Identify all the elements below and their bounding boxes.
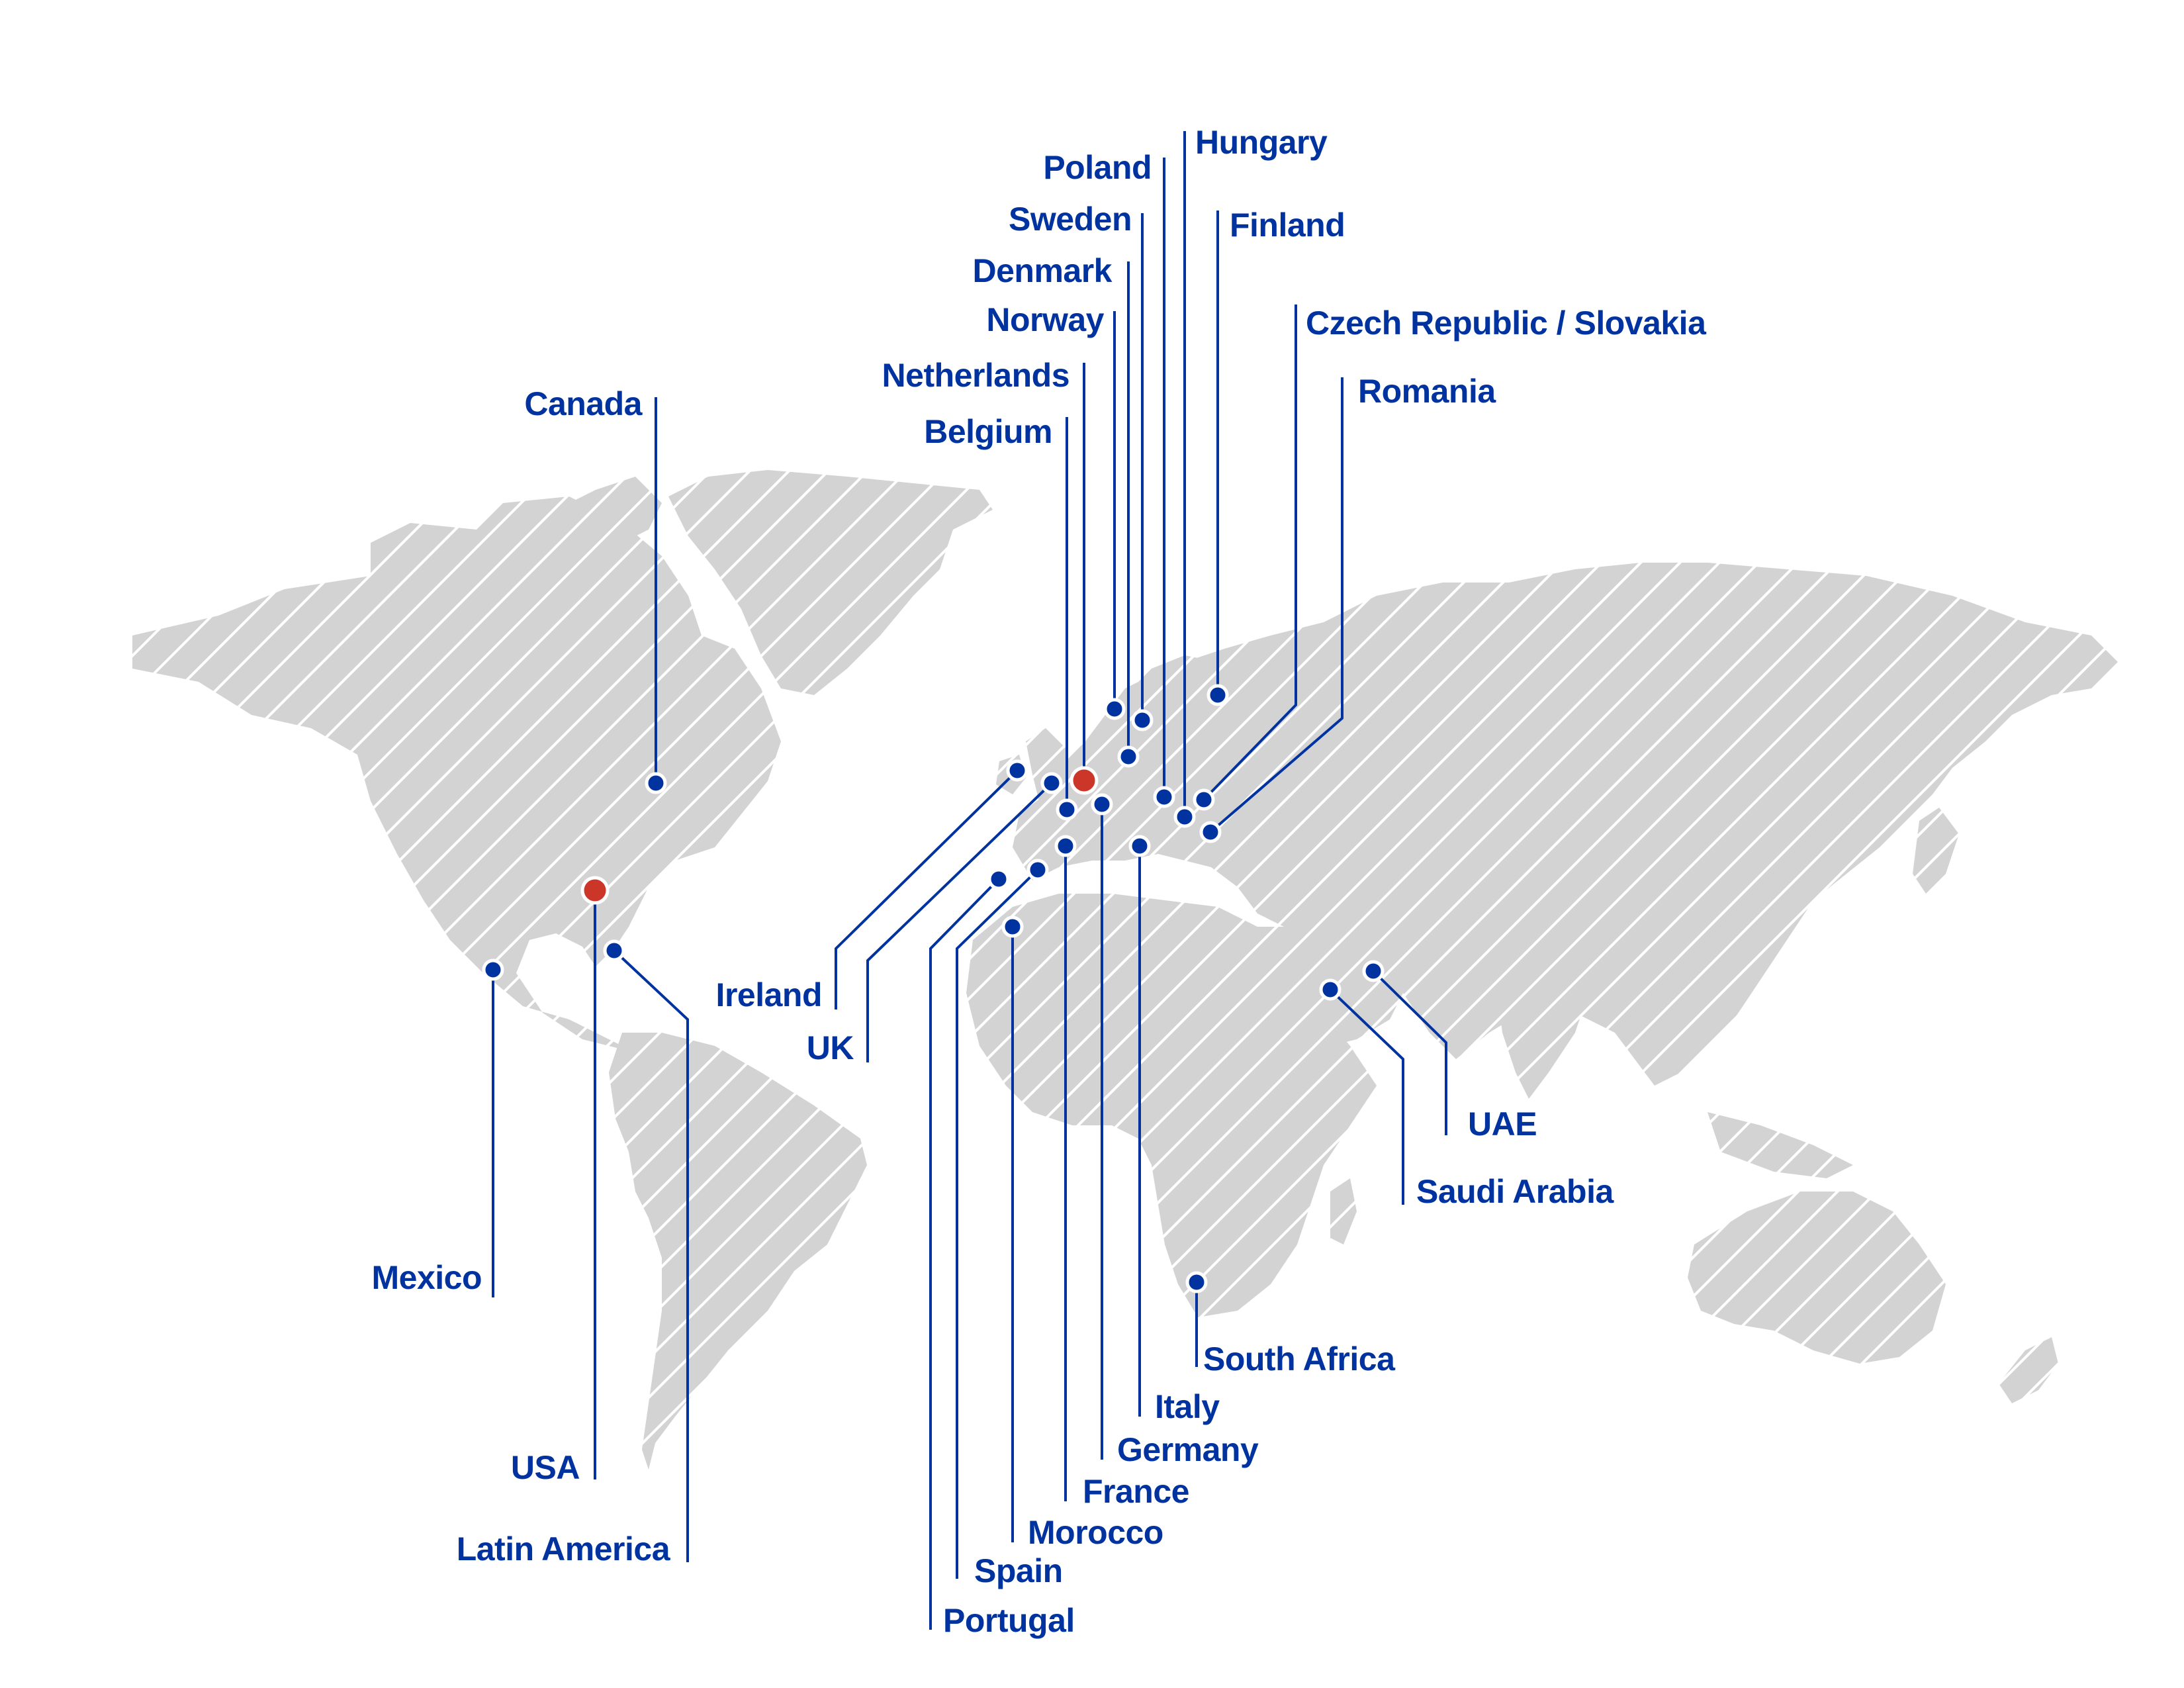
dot-ireland[interactable]: [1006, 759, 1028, 782]
dot-spain[interactable]: [1026, 859, 1049, 881]
dot-canada[interactable]: [645, 772, 667, 794]
dot-latin-america[interactable]: [603, 939, 625, 962]
label-hungary: Hungary: [1195, 124, 1328, 161]
label-france: France: [1083, 1473, 1189, 1510]
label-usa: USA: [510, 1449, 580, 1486]
dot-portugal[interactable]: [987, 868, 1010, 890]
land-masses: [132, 470, 2118, 1470]
dot-denmark[interactable]: [1117, 745, 1140, 768]
leader-line-latin-america: [613, 949, 689, 1562]
south-america-landmass: [609, 1033, 867, 1470]
dot-usa-headquarters[interactable]: [580, 876, 610, 905]
label-morocco: Morocco: [1028, 1514, 1163, 1551]
japan-landmass: [1913, 808, 1959, 894]
location-dots: [482, 684, 1385, 1293]
dot-italy[interactable]: [1128, 835, 1151, 857]
dot-uk[interactable]: [1040, 772, 1063, 794]
north-america-landmass: [132, 496, 781, 1072]
label-portugal: Portugal: [943, 1602, 1075, 1639]
arctic-islands-landmass: [371, 477, 662, 576]
dot-south-africa[interactable]: [1185, 1271, 1208, 1293]
dot-uae[interactable]: [1362, 960, 1385, 982]
dot-mexico[interactable]: [482, 959, 504, 981]
label-norway: Norway: [986, 301, 1104, 338]
label-uae: UAE: [1468, 1105, 1537, 1143]
madagascar-landmass: [1330, 1178, 1357, 1244]
india-landmass: [1496, 973, 1588, 1099]
leader-line-ireland: [835, 769, 1019, 1009]
label-latin-america: Latin America: [456, 1530, 670, 1568]
label-saudi-arabia: Saudi Arabia: [1416, 1173, 1614, 1210]
dot-morocco[interactable]: [1001, 915, 1024, 938]
dot-belgium[interactable]: [1056, 798, 1078, 821]
dot-netherlands-headquarters[interactable]: [1069, 766, 1099, 795]
british-isles-landmass: [1026, 728, 1069, 808]
dot-france[interactable]: [1054, 835, 1077, 857]
label-poland: Poland: [1043, 149, 1152, 186]
leader-line-uae: [1372, 970, 1447, 1135]
label-italy: Italy: [1155, 1388, 1220, 1425]
dot-hungary[interactable]: [1173, 806, 1196, 828]
new-zealand-landmass: [1999, 1337, 2058, 1403]
label-romania: Romania: [1358, 373, 1496, 410]
label-spain: Spain: [974, 1552, 1063, 1589]
leader-line-spain: [956, 868, 1039, 1579]
label-south-africa: South Africa: [1203, 1340, 1395, 1378]
label-czech-slovakia: Czech Republic / Slovakia: [1306, 305, 1706, 342]
label-denmark: Denmark: [972, 252, 1113, 289]
label-ireland: Ireland: [715, 976, 823, 1013]
dot-romania[interactable]: [1199, 821, 1222, 843]
dot-norway[interactable]: [1103, 698, 1126, 720]
label-belgium: Belgium: [924, 413, 1052, 450]
label-uk: UK: [806, 1029, 854, 1066]
leader-line-uk: [866, 782, 1053, 1062]
label-mexico: Mexico: [371, 1259, 482, 1296]
leader-lines: [492, 131, 1447, 1630]
dot-germany[interactable]: [1091, 793, 1113, 816]
label-sweden: Sweden: [1009, 201, 1132, 238]
eurasia-landmass: [1013, 563, 2118, 1086]
label-finland: Finland: [1230, 207, 1345, 244]
leader-line-saudi-arabia: [1329, 988, 1404, 1205]
dot-czech-slovakia[interactable]: [1193, 788, 1215, 811]
dot-finland[interactable]: [1206, 684, 1229, 706]
label-germany: Germany: [1117, 1431, 1259, 1468]
leader-line-czech-slovakia: [1203, 305, 1297, 801]
australia-landmass: [1688, 1192, 1946, 1364]
southeast-asia-landmass: [1707, 1112, 1853, 1178]
leader-line-romania: [1209, 377, 1343, 833]
africa-landmass: [966, 894, 1377, 1317]
dot-sweden[interactable]: [1131, 709, 1154, 731]
dot-saudi-arabia[interactable]: [1319, 978, 1342, 1001]
label-netherlands: Netherlands: [882, 357, 1070, 394]
leader-line-portugal: [929, 878, 1000, 1630]
label-canada: Canada: [524, 385, 642, 422]
dot-poland[interactable]: [1153, 786, 1175, 808]
greenland-landmass: [668, 470, 993, 695]
